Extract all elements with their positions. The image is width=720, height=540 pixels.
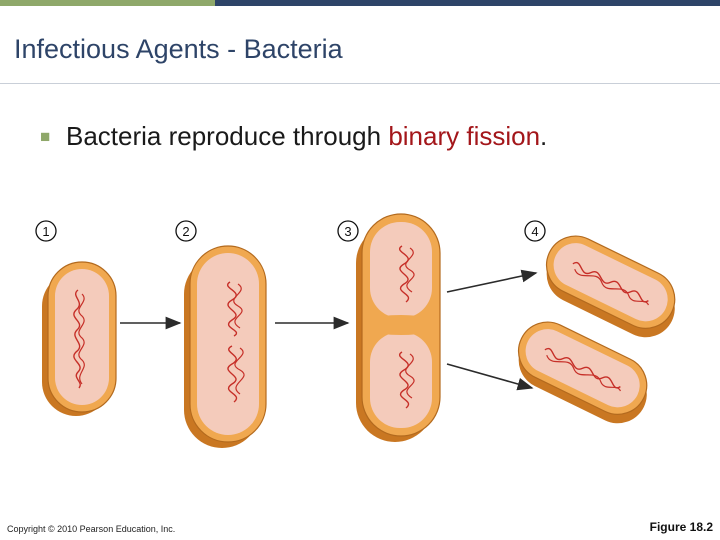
bacterium-stage-3 <box>356 213 441 442</box>
bullet-point: ■ Bacteria reproduce through binary fissi… <box>40 121 547 152</box>
arrow-3-to-4-upper <box>446 269 538 293</box>
dna-copy-upper <box>227 281 237 337</box>
svg-text:1: 1 <box>42 224 49 239</box>
bullet-text: Bacteria reproduce through <box>66 121 389 151</box>
arrow-3-to-4-lower <box>446 363 534 391</box>
slide-title: Infectious Agents - Bacteria <box>14 34 343 64</box>
step-label-4: 4 <box>524 220 546 242</box>
svg-text:2: 2 <box>182 224 189 239</box>
bullet-text-end: . <box>540 121 548 151</box>
dna-strand <box>73 289 81 389</box>
title-divider <box>0 83 720 84</box>
septum <box>370 315 432 335</box>
copyright-notice: Copyright © 2010 Pearson Education, Inc. <box>7 524 176 534</box>
top-accent-bar-green <box>0 0 215 6</box>
daughter-cell-lower <box>517 321 648 424</box>
bullet-highlight-term: binary fission <box>388 121 541 151</box>
top-accent-bar-blue <box>215 0 720 6</box>
step-label-2: 2 <box>175 220 197 242</box>
bacterium-stage-2 <box>184 245 267 448</box>
square-bullet-icon: ■ <box>40 127 51 146</box>
svg-text:3: 3 <box>344 224 351 239</box>
step-label-3: 3 <box>337 220 359 242</box>
lower-daughter-cytoplasm <box>370 332 432 428</box>
bacterium-stage-1 <box>42 261 117 416</box>
svg-text:4: 4 <box>531 224 538 239</box>
step-label-1: 1 <box>35 220 57 242</box>
dna-copy-lower <box>227 345 237 403</box>
figure-reference: Figure 18.2 <box>649 520 713 534</box>
daughter-cell-upper <box>545 235 676 338</box>
